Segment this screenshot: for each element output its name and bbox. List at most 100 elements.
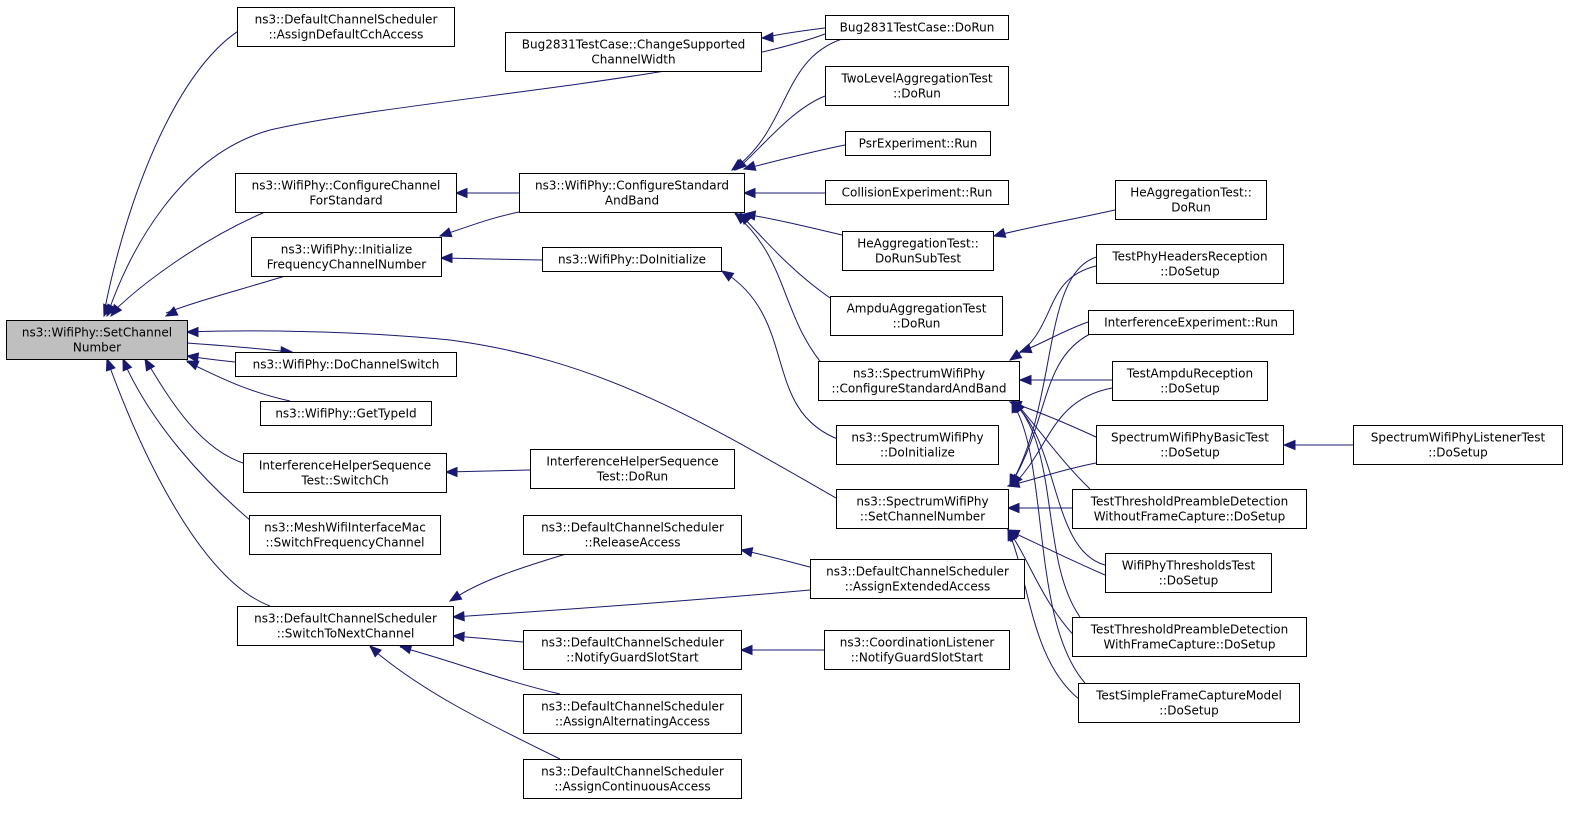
node-psr[interactable]: PsrExperiment::Run <box>845 131 991 156</box>
node-assignExt[interactable]: ns3::DefaultChannelScheduler::AssignExte… <box>810 559 1025 599</box>
node-specConfig[interactable]: ns3::SpectrumWifiPhy::ConfigureStandardA… <box>818 361 1020 401</box>
arrowhead-icon <box>122 357 133 372</box>
node-interfExp[interactable]: InterferenceExperiment::Run <box>1088 310 1294 335</box>
node-box <box>542 247 722 272</box>
edge-line <box>451 553 567 601</box>
edge-initFreq-to-root <box>164 275 286 317</box>
node-box <box>530 449 735 489</box>
node-phyHeaders[interactable]: TestPhyHeadersReception::DoSetup <box>1096 244 1284 284</box>
arrowhead-icon <box>720 270 735 282</box>
arrowhead-icon <box>1018 374 1032 386</box>
node-thrWithout[interactable]: TestThresholdPreambleDetectionWithoutFra… <box>1072 489 1307 529</box>
node-assignAlt[interactable]: ns3::DefaultChannelScheduler::AssignAlte… <box>523 694 742 734</box>
node-specBasic[interactable]: SpectrumWifiPhyBasicTest::DoSetup <box>1096 425 1284 465</box>
node-label-line: Bug2831TestCase::DoRun <box>840 21 995 35</box>
node-bugDoRun[interactable]: Bug2831TestCase::DoRun <box>825 15 1009 40</box>
node-ampduAgg[interactable]: AmpduAggregationTest::DoRun <box>830 296 1003 336</box>
node-label-line: ::DoSetup <box>1159 704 1219 718</box>
arrowhead-icon <box>439 252 453 264</box>
edge-line <box>103 19 263 314</box>
node-label-line: ns3::WifiPhy::GetTypeId <box>275 407 416 421</box>
edge-phyHeaders-to-specConfig <box>1008 265 1097 361</box>
node-ampduRecep[interactable]: TestAmpduReception::DoSetup <box>1112 361 1268 401</box>
node-label-line: ::ReleaseAccess <box>584 536 680 550</box>
node-getTypeId[interactable]: ns3::WifiPhy::GetTypeId <box>260 401 432 426</box>
node-notifyGuard[interactable]: ns3::DefaultChannelScheduler::NotifyGuar… <box>523 630 742 670</box>
node-label-line: Test::DoRun <box>596 470 668 484</box>
node-heAggSub[interactable]: HeAggregationTest::DoRunSubTest <box>842 231 994 271</box>
node-meshSwitch[interactable]: ns3::MeshWifiInterfaceMac::SwitchFrequen… <box>249 515 441 555</box>
node-simpleFrame[interactable]: TestSimpleFrameCaptureModel::DoSetup <box>1078 683 1300 723</box>
edge-line <box>1009 255 1101 487</box>
call-edges <box>103 19 1353 760</box>
edge-thrWithout-to-specConfig <box>1013 399 1091 490</box>
node-twoLevel[interactable]: TwoLevelAggregationTest::DoRun <box>825 66 1009 106</box>
node-thrWith[interactable]: TestThresholdPreambleDetectionWithFrameC… <box>1072 617 1307 657</box>
node-box <box>845 131 991 156</box>
node-label-line: ::DoSetup <box>1159 574 1219 588</box>
node-label-line: ns3::DefaultChannelScheduler <box>541 765 724 779</box>
node-box <box>505 32 762 72</box>
edge-line <box>743 144 846 170</box>
arrowhead-icon <box>438 227 453 238</box>
node-root[interactable]: ns3::WifiPhy::SetChannelNumber <box>6 320 188 360</box>
edge-line <box>452 589 811 618</box>
edge-assignDefaultCch-to-root <box>103 19 263 318</box>
node-box <box>1105 553 1272 593</box>
node-specDoInit[interactable]: ns3::SpectrumWifiPhy::DoInitialize <box>836 425 999 465</box>
node-configChan[interactable]: ns3::WifiPhy::ConfigureChannelForStandar… <box>235 173 457 213</box>
node-label-line: ns3::DefaultChannelScheduler <box>541 700 724 714</box>
node-box <box>810 559 1025 599</box>
node-collision[interactable]: CollisionExperiment::Run <box>825 180 1009 205</box>
node-label-line: TestThresholdPreambleDetection <box>1090 495 1289 509</box>
edge-assignExt-to-switchNext <box>451 589 811 622</box>
node-heAggDoRun[interactable]: HeAggregationTest::DoRun <box>1115 180 1267 220</box>
node-box <box>260 401 432 426</box>
edge-line <box>123 361 263 531</box>
node-bugChange[interactable]: Bug2831TestCase::ChangeSupportedChannelW… <box>505 32 762 72</box>
node-doInit[interactable]: ns3::WifiPhy::DoInitialize <box>542 247 722 272</box>
arrowhead-icon <box>1282 439 1296 451</box>
arrowhead-icon <box>369 645 383 658</box>
node-specSetChan[interactable]: ns3::SpectrumWifiPhy::SetChannelNumber <box>836 489 1009 529</box>
node-box <box>1078 683 1300 723</box>
node-assignCont[interactable]: ns3::DefaultChannelScheduler::AssignCont… <box>523 759 742 799</box>
node-configStd[interactable]: ns3::WifiPhy::ConfigureStandardAndBand <box>519 173 745 213</box>
edge-ihSwitch-to-root <box>144 357 247 465</box>
edge-line <box>399 646 561 695</box>
node-box <box>1072 617 1307 657</box>
edge-initFreq-to-configStd <box>438 211 520 238</box>
node-box <box>1096 244 1284 284</box>
edge-interfExp-to-specConfig <box>1018 321 1089 354</box>
arrowhead-icon <box>185 326 199 338</box>
node-switchNext[interactable]: ns3::DefaultChannelScheduler::SwitchToNe… <box>237 606 454 646</box>
edge-line <box>186 342 291 353</box>
node-box <box>1096 425 1284 465</box>
node-label-line: ns3::WifiPhy::ConfigureChannel <box>252 179 441 193</box>
arrowhead-icon <box>739 547 754 558</box>
node-assignDefaultCch[interactable]: ns3::DefaultChannelScheduler::AssignDefa… <box>237 7 455 47</box>
node-label-line: AndBand <box>605 194 659 208</box>
arrowhead-icon <box>1011 399 1022 414</box>
node-label-line: ChannelWidth <box>591 53 675 67</box>
node-label-line: WithoutFrameCapture::DoSetup <box>1094 510 1286 524</box>
node-label-line: SpectrumWifiPhyListenerTest <box>1371 431 1546 445</box>
node-box <box>1115 180 1267 220</box>
edge-assignAlt-to-switchNext <box>398 644 561 695</box>
node-initFreq[interactable]: ns3::WifiPhy::InitializeFrequencyChannel… <box>251 237 442 277</box>
node-label-line: ::NotifyGuardSlotStart <box>566 651 699 665</box>
edge-collision-to-configStd <box>742 187 825 199</box>
node-label-line: Bug2831TestCase::ChangeSupported <box>522 38 745 52</box>
node-label-line: ::AssignDefaultCchAccess <box>269 28 424 42</box>
node-doChanSwitch[interactable]: ns3::WifiPhy::DoChannelSwitch <box>235 352 457 377</box>
node-coordNotify[interactable]: ns3::CoordinationListener::NotifyGuardSl… <box>824 630 1010 670</box>
arrowhead-icon <box>1007 527 1018 542</box>
node-releaseAccess[interactable]: ns3::DefaultChannelScheduler::ReleaseAcc… <box>523 515 742 555</box>
arrowhead-icon <box>105 357 116 372</box>
node-specListener[interactable]: SpectrumWifiPhyListenerTest::DoSetup <box>1353 425 1563 465</box>
node-label-line: ns3::WifiPhy::ConfigureStandard <box>535 179 729 193</box>
node-box <box>235 173 457 213</box>
node-wifiThr[interactable]: WifiPhyThresholdsTest::DoSetup <box>1105 553 1272 593</box>
